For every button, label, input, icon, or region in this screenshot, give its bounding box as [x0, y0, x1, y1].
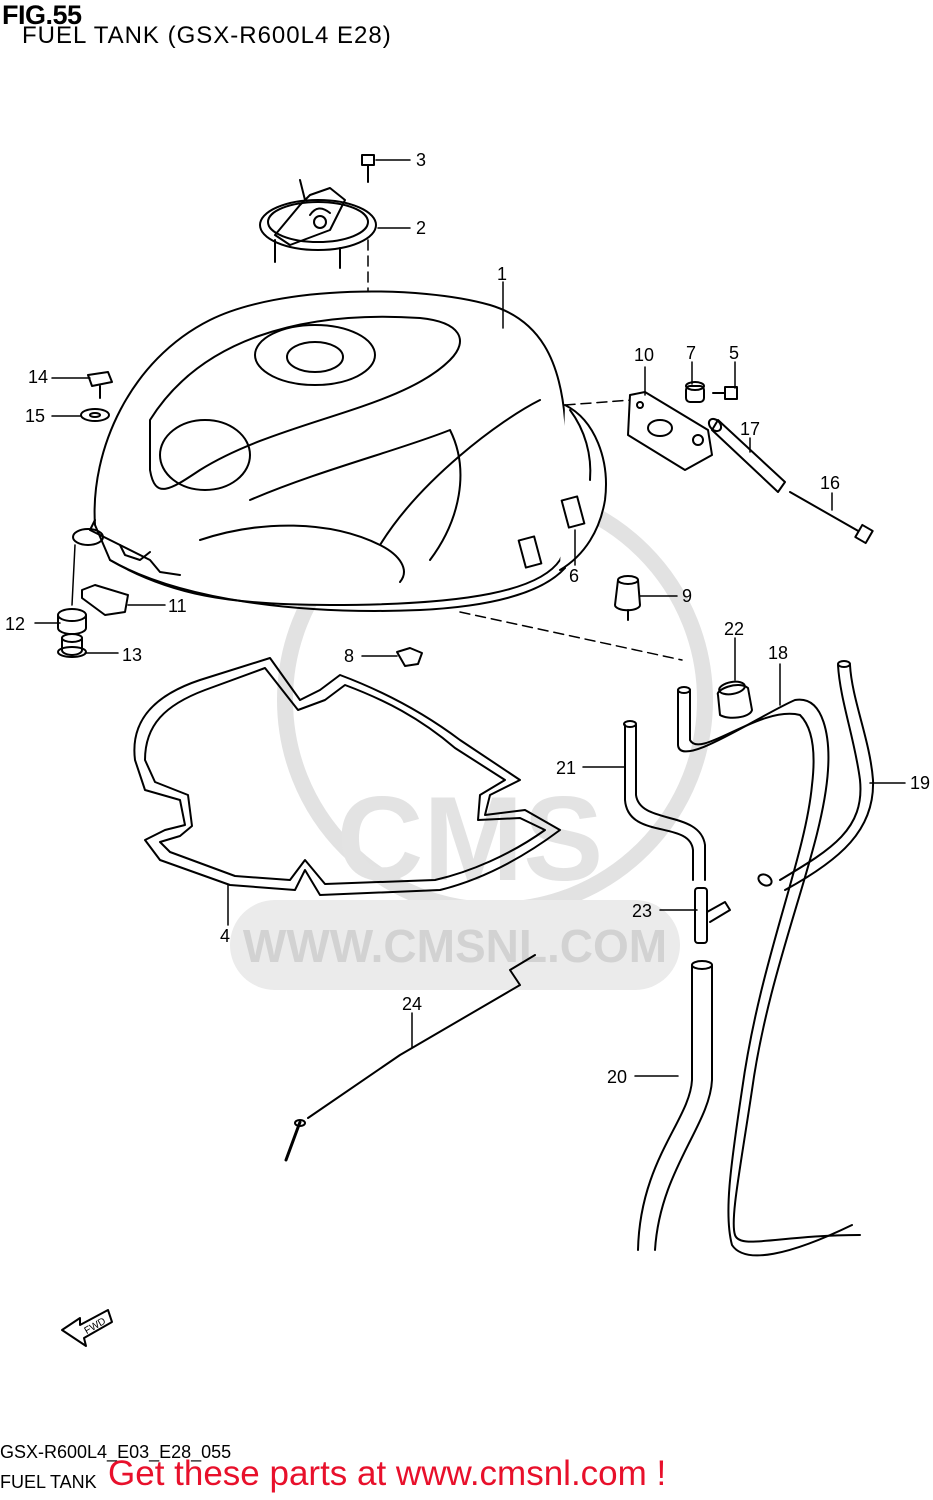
watermark-brand: CMS — [337, 772, 604, 906]
fwd-direction-marker: FWD — [61, 1309, 113, 1347]
callout-14: 14 — [28, 367, 49, 387]
diagram-code: GSX-R600L4_E03_E28_055 — [0, 1442, 232, 1462]
callout-7: 7 — [686, 343, 697, 363]
diagram-name: FUEL TANK — [0, 1472, 97, 1492]
callout-20: 20 — [607, 1067, 628, 1087]
callout-16: 16 — [820, 473, 841, 493]
part-22-sleeve — [716, 680, 753, 719]
callout-8: 8 — [344, 646, 355, 666]
callout-22: 22 — [724, 619, 745, 639]
callout-15: 15 — [25, 406, 46, 426]
part-21-hose — [624, 724, 706, 881]
part-19-hose — [779, 664, 875, 891]
callout-2: 2 — [416, 218, 427, 238]
callout-21: 21 — [556, 758, 577, 778]
callout-1: 1 — [497, 264, 508, 284]
callout-18: 18 — [768, 643, 789, 663]
fwd-label: FWD — [83, 1316, 108, 1337]
callout-13: 13 — [122, 645, 143, 665]
part-8-clip — [396, 647, 423, 667]
figure-number: FIG.55 — [2, 0, 82, 30]
callout-5: 5 — [729, 343, 740, 363]
callout-19: 19 — [910, 773, 931, 793]
part-9-damper — [614, 575, 641, 621]
callout-24: 24 — [402, 994, 423, 1014]
promo-link[interactable]: Get these parts at www.cmsnl.com ! — [108, 1454, 667, 1493]
part-11-clip — [81, 584, 129, 616]
watermark-url: WWW.CMSNL.COM — [243, 920, 667, 972]
part-18-hose — [677, 689, 861, 1243]
part-24-drain-rod — [284, 954, 536, 1162]
callout-9: 9 — [682, 586, 693, 606]
callout-4: 4 — [220, 926, 231, 946]
callout-10: 10 — [634, 345, 655, 365]
part-16-bolt — [789, 491, 874, 545]
part-13-collar — [57, 633, 87, 658]
part-7-collar — [685, 381, 705, 403]
callout-11: 11 — [168, 596, 187, 616]
part-20-hose — [637, 964, 713, 1251]
part-3-bolt — [361, 154, 375, 183]
part-2-fuel-cap — [259, 179, 377, 269]
part-14-bolt — [87, 371, 113, 399]
part-23-joint — [694, 887, 731, 944]
figure-title: FUEL TANK (GSX-R600L4 E28) — [22, 22, 392, 49]
part-4-seal — [133, 657, 561, 896]
part-1-fuel-tank — [72, 290, 607, 612]
callout-3: 3 — [416, 150, 427, 170]
callout-6: 6 — [569, 566, 580, 586]
callout-17: 17 — [740, 419, 761, 439]
part-17-spacer — [707, 417, 786, 493]
callout-23: 23 — [632, 901, 653, 921]
callout-12: 12 — [5, 614, 26, 634]
part-15-washer — [80, 408, 110, 422]
part-5-bolt — [712, 386, 738, 400]
part-12-grommet — [57, 608, 87, 635]
